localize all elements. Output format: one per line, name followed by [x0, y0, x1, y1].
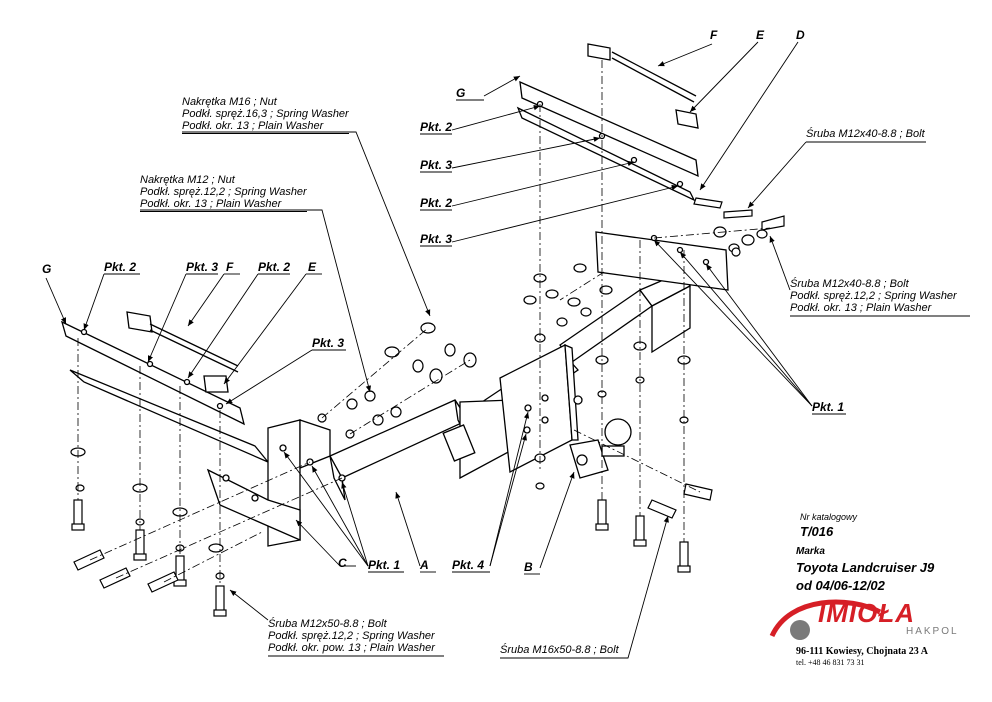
nut-m12-line-1: Nakrętka M12 ; Nut — [140, 174, 235, 186]
pkt3-right-a: Pkt. 3 — [420, 158, 453, 172]
nut-m12-line-2: Podkł. spręż.12,2 ; Spring Washer — [140, 186, 307, 198]
part-letter-f-right: F — [710, 28, 718, 42]
pkt2-right-a: Pkt. 2 — [420, 120, 453, 134]
bolt-m12x50-line-1: Śruba M12x50-8.8 ; Bolt — [268, 618, 387, 630]
bolt-m12x40-top-text: Śruba M12x40-8.8 ; Bolt — [806, 128, 925, 140]
catalog-number: T/016 — [800, 524, 834, 539]
tow-ball — [569, 418, 632, 479]
bolt-m12x40-right-label: Śruba M12x40-8.8 ; Bolt Podkł. spręż.12,… — [790, 278, 957, 314]
nut-m16-line-1: Nakrętka M16 ; Nut — [182, 96, 277, 108]
pkt4: Pkt. 4 — [452, 558, 485, 572]
right-side-bracket — [516, 43, 729, 291]
part-letter-a: A — [420, 558, 429, 572]
left-plates — [60, 311, 245, 426]
center-plate — [442, 343, 583, 474]
part-letter-g-left: G — [42, 262, 52, 276]
bolt-m12x40-right-line-3: Podkł. okr. 13 ; Plain Washer — [790, 302, 932, 314]
logo-swoosh — [769, 599, 882, 640]
pkt3-left-a: Pkt. 3 — [186, 260, 219, 274]
bolt-m12x40-right-line-1: Śruba M12x40-8.8 ; Bolt — [790, 278, 909, 290]
part-letter-d: D — [796, 28, 805, 42]
assembly-lines — [77, 60, 771, 586]
nut-m16-label: Nakrętka M16 ; Nut Podkł. spręż.16,3 ; S… — [182, 96, 349, 134]
brand-label: Marka — [796, 546, 825, 557]
part-letter-e-right: E — [756, 28, 765, 42]
left-side-bracket — [69, 369, 346, 547]
part-letter-e-left: E — [308, 260, 317, 274]
nut-m16-line-3: Podkł. okr. 13 ; Plain Washer — [182, 120, 349, 134]
pkt2-left-a: Pkt. 2 — [104, 260, 137, 274]
pkt2-left-b: Pkt. 2 — [258, 260, 291, 274]
nut-m16-line-2: Podkł. spręż.16,3 ; Spring Washer — [182, 108, 349, 120]
bolt-m12x50-label: Śruba M12x50-8.8 ; Bolt Podkł. spręż.12,… — [268, 618, 435, 654]
company-address: 96-111 Kowiesy, Chojnata 23 A — [796, 646, 928, 657]
bolt-m16x50-label: Śruba M16x50-8.8 ; Bolt — [500, 644, 619, 656]
fasteners — [70, 197, 785, 617]
pkt3-right-b: Pkt. 3 — [420, 232, 453, 246]
catalog-label: Nr katalogowy — [800, 512, 858, 522]
bolt-m12x50-line-2: Podkł. spręż.12,2 ; Spring Washer — [268, 630, 435, 642]
pkt1-bottom: Pkt. 1 — [368, 558, 401, 572]
bolt-m12x40-right-line-2: Podkł. spręż.12,2 ; Spring Washer — [790, 290, 957, 302]
logo-text: IMIOŁA — [818, 598, 915, 628]
company-phone: tel. +48 46 831 73 31 — [796, 658, 865, 667]
leader-lines — [45, 41, 970, 659]
vehicle-model: Toyota Landcruiser J9 — [796, 560, 935, 575]
pkt1-right: Pkt. 1 — [812, 400, 845, 414]
bolt-m16x50-text: Śruba M16x50-8.8 ; Bolt — [500, 644, 619, 656]
pkt2-right-b: Pkt. 2 — [420, 196, 453, 210]
bolt-m12x50-line-3: Podkł. okr. pow. 13 ; Plain Washer — [268, 642, 435, 654]
part-letter-b: B — [524, 560, 533, 574]
nut-m12-line-3: Podkł. okr. 13 ; Plain Washer — [140, 198, 307, 212]
pkt3-left-b: Pkt. 3 — [312, 336, 345, 350]
nut-m12-label: Nakrętka M12 ; Nut Podkł. spręż.12,2 ; S… — [140, 174, 307, 212]
part-letter-c: C — [338, 556, 347, 570]
part-letter-g-right: G — [456, 86, 466, 100]
vehicle-years: od 04/06-12/02 — [796, 578, 885, 593]
bolt-m12x40-top-label: Śruba M12x40-8.8 ; Bolt — [806, 128, 925, 140]
logo-subtext: HAKPOL — [906, 626, 959, 637]
part-letter-f-left: F — [226, 260, 234, 274]
